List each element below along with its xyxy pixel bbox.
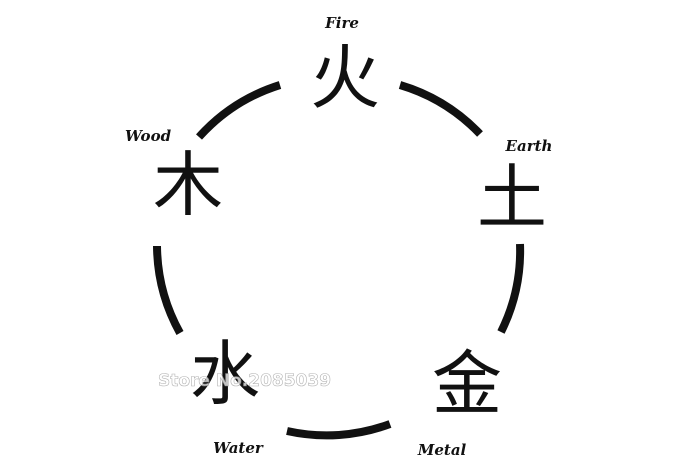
arc-wood-fire (196, 81, 282, 140)
water-label: Water (213, 439, 264, 457)
metal-label: Metal (417, 441, 467, 459)
water-character: 水 (190, 333, 260, 415)
earth-label: Earth (505, 137, 553, 155)
element-water: 水 Water (190, 333, 264, 457)
fire-character: 火 (310, 37, 380, 119)
earth-character: 土 (477, 157, 547, 239)
arc-fire-earth (398, 81, 483, 137)
cycle-ring (153, 81, 525, 440)
metal-character: 金 (432, 343, 502, 425)
element-wood: 木 Wood (125, 127, 223, 226)
element-earth: 土 Earth (477, 137, 552, 239)
wood-character: 木 (153, 144, 223, 226)
arc-water-wood (153, 245, 184, 335)
arc-earth-metal (497, 243, 525, 334)
element-metal: 金 Metal (417, 343, 502, 459)
fire-label: Fire (324, 14, 359, 32)
element-fire: 火 Fire (310, 14, 380, 119)
wood-label: Wood (125, 127, 172, 145)
arc-metal-water (286, 420, 392, 440)
store-watermark: Store No.2085039 (158, 371, 331, 391)
